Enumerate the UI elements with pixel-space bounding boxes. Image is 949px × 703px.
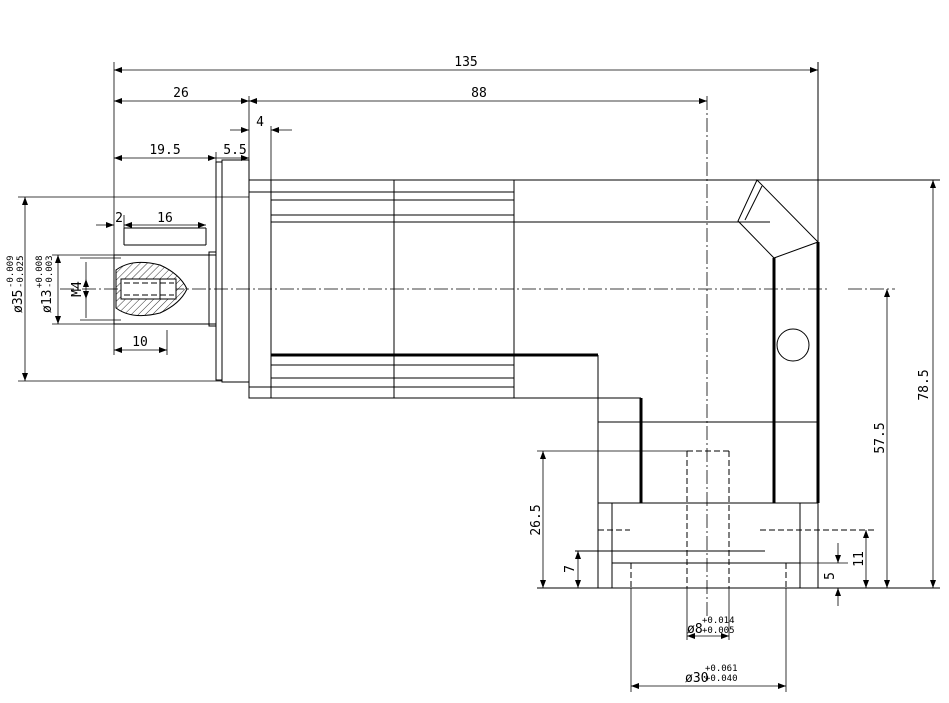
flange [208, 159, 272, 399]
dim-spigot: 5.5 [223, 143, 246, 158]
dim-pilot-tol-upper: -0.009 [6, 255, 16, 288]
dim-overall-length: 135 [454, 55, 477, 70]
dim-thread-depth: 10 [132, 335, 148, 350]
dim-body-length: 88 [471, 86, 487, 101]
dim-base-tol-upper: +0.061 [705, 664, 738, 674]
dim-thread: M4 [70, 281, 85, 297]
dim-key-offset: 2 [115, 211, 123, 226]
dim-flange-thickness: 4 [256, 115, 264, 130]
motor-body [249, 179, 940, 399]
dim-bore-tol-upper: +0.014 [702, 616, 735, 626]
output-shaft [113, 227, 216, 325]
dimension-labels: 135 26 88 4 19.5 5.5 2 16 10 M4 ø35 -0.0… [6, 55, 932, 686]
dim-foot-7: 7 [563, 565, 578, 573]
dim-total-height: 78.5 [917, 369, 932, 400]
dim-axis-height: 57.5 [873, 422, 888, 453]
dim-shaft-dia: ø13 [40, 290, 55, 313]
dimension-lines [18, 62, 936, 692]
dim-bore-tol-lower: +0.005 [702, 626, 735, 636]
dim-shaft-length: 26 [173, 86, 189, 101]
dim-pilot-dia: ø35 [11, 290, 26, 313]
dim-base-dia: ø30 [685, 671, 708, 686]
base [537, 450, 940, 589]
dim-shaft-to-flange: 19.5 [149, 143, 180, 158]
dim-shaft-tol-lower: -0.003 [45, 255, 55, 288]
dim-shaft-tol-upper: +0.008 [35, 255, 45, 288]
dim-bore-dia: ø8 [687, 622, 703, 637]
center-lines [60, 96, 895, 618]
dim-key-length: 16 [157, 211, 173, 226]
dim-base-height: 26.5 [529, 504, 544, 535]
dim-pilot-tol-lower: -0.025 [16, 255, 26, 288]
dim-foot-11: 11 [852, 551, 867, 567]
dim-foot-5: 5 [823, 572, 838, 580]
gearbox-housing [597, 62, 820, 504]
dim-base-tol-lower: +0.040 [705, 674, 738, 684]
